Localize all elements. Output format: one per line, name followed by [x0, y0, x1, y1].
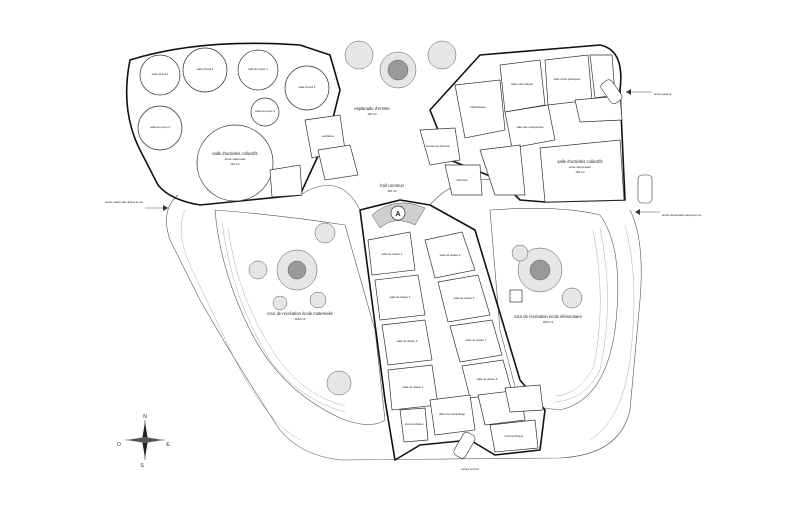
cour-maternelle-area — [214, 209, 386, 425]
label-salle-activites-elementaire-area: 150 m2 — [575, 170, 585, 174]
label-salle-activites-elementaire-sub: école élémentaire — [569, 165, 592, 169]
access-right: accès élémentaire depuis la rue — [662, 213, 702, 217]
compass-o: O — [117, 442, 121, 448]
label-salle-eveil-1: salle d'éveil 1 — [152, 72, 169, 76]
label-classe-6: salle de classe 6 — [454, 296, 475, 300]
label-direction: bureau de direction — [426, 144, 450, 148]
compass-n: N — [143, 414, 147, 420]
central-classrooms — [367, 231, 513, 411]
cour-elementaire-area — [489, 208, 619, 411]
label-salle-activites-elementaire: salle d'activités collectifs — [557, 159, 602, 164]
label-repos-3: salle de repos 3 — [255, 109, 275, 113]
label-poubelles: local poubelles — [405, 422, 424, 426]
label-sanitaires: sanitaires — [322, 134, 335, 138]
label-technique: local technique — [505, 434, 524, 438]
compass-s: S — [140, 463, 144, 469]
label-repos-1: salle de repos 1 — [248, 67, 268, 71]
label-bibliotheque: bibliothèque — [470, 105, 486, 109]
label-esplanade-area: 130 m2 — [367, 112, 377, 116]
label-salle-activites-maternelle-sub: école maternelle — [225, 157, 246, 161]
label-enseignants: salle des enseignants — [517, 125, 545, 129]
label-informatique: salle informatique — [511, 82, 533, 86]
playground-trees — [248, 222, 583, 396]
entrance-trees — [344, 40, 457, 89]
label-classe-1: salle de classe 1 — [382, 252, 403, 256]
label-classe-3: salle de classe 3 — [397, 339, 418, 343]
label-salle-eveil-2: salle d'éveil 2 — [197, 67, 214, 71]
service-rooms — [399, 384, 544, 453]
room-labels: salle d'activités collectifs école mater… — [150, 67, 603, 471]
access-left: accès maternelle depuis la rue — [105, 200, 143, 204]
elementaire-classrooms — [419, 54, 625, 203]
hall-stair: A — [371, 202, 426, 229]
label-classe-4: salle de classe 4 — [403, 385, 424, 389]
access-top-right: accès parking — [654, 92, 672, 96]
parked-cars — [453, 79, 653, 459]
label-infirmerie: infirmerie — [456, 178, 468, 182]
label-entree-service: entrée service — [461, 467, 479, 471]
label-classe-7: salle de classe 7 — [466, 338, 487, 342]
label-hall: hall commun — [380, 183, 404, 188]
maternelle-pods — [137, 47, 330, 202]
maternelle-service-rooms — [269, 114, 359, 198]
label-salle-activites-maternelle: salle d'activités collectifs — [212, 151, 257, 156]
label-esplanade: esplanade d'entrée — [354, 106, 390, 111]
compass-e: E — [166, 442, 170, 448]
label-classe-2: salle de classe 2 — [390, 295, 411, 299]
section-marker: A — [395, 211, 400, 218]
label-hall-area: 300 m2 — [387, 189, 397, 193]
label-salle-activites-maternelle-area: 120 m2 — [230, 162, 240, 166]
label-cour-elementaire: cour de recréation école élémentaire — [514, 314, 583, 319]
site-boundary — [166, 194, 642, 461]
label-cour-maternelle: cour de recréation école maternelle — [267, 311, 333, 316]
label-classe-8: salle de classe 8 — [477, 377, 498, 381]
access-markers: accès maternelle depuis la rue accès élé… — [105, 89, 702, 217]
label-arts: salle d'arts plastiques — [554, 77, 581, 81]
label-classe-5: salle de classe 5 — [440, 253, 461, 257]
compass-rose: N S E O — [117, 414, 170, 469]
label-office: office de réchauffage — [439, 412, 465, 416]
label-cour-elementaire-area: 1100 m2 — [543, 320, 554, 324]
label-salle-eveil-3: salle d'éveil 3 — [299, 85, 316, 89]
label-repos-2: salle de repos 2 — [150, 125, 170, 129]
label-cour-maternelle-area: 1100 m2 — [295, 317, 306, 321]
